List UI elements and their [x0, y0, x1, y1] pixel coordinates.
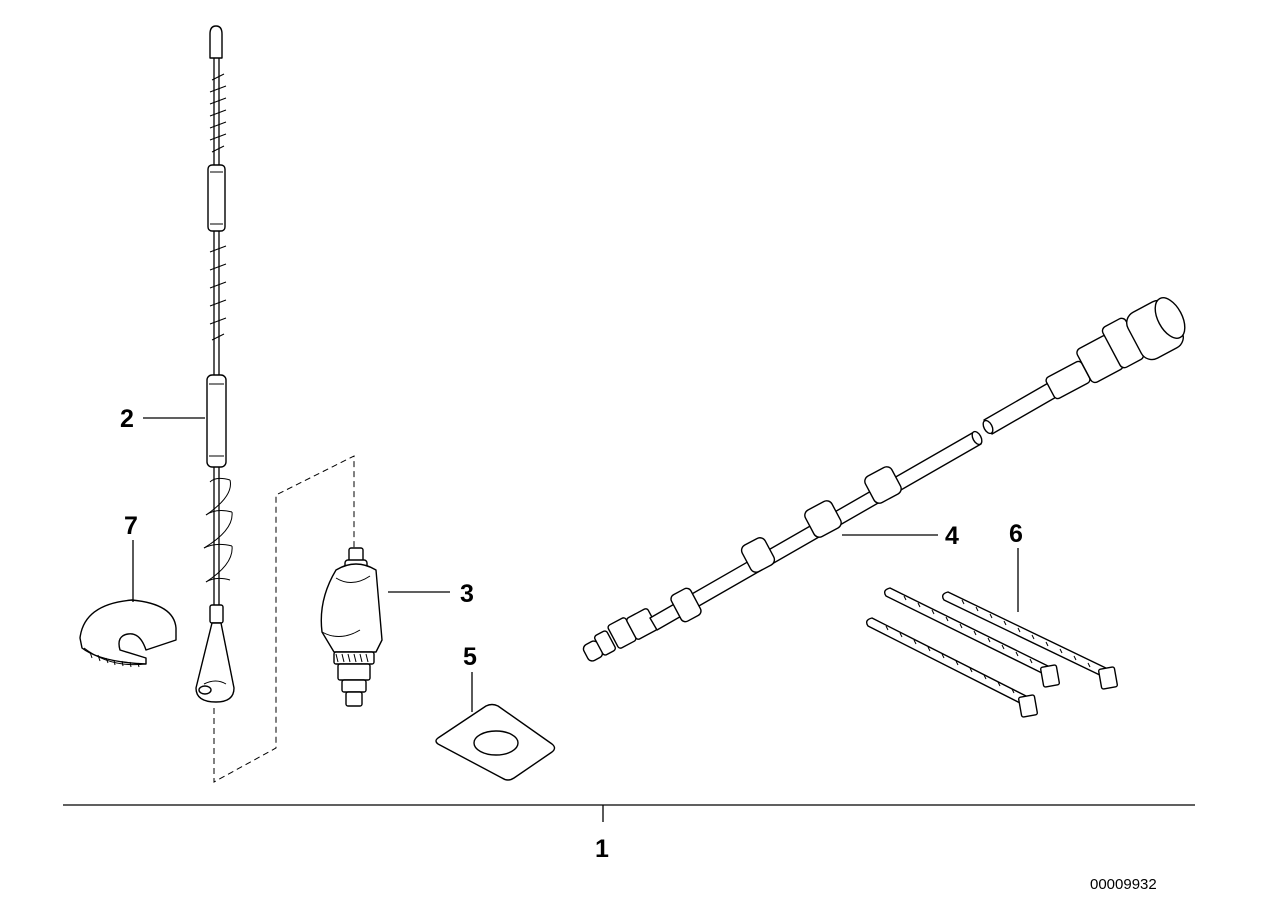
antenna-base[interactable]	[320, 547, 383, 707]
clip-ring[interactable]	[79, 599, 177, 668]
assembly-guide-dashed	[213, 455, 355, 783]
callout-4: 4	[945, 522, 959, 550]
callout-2: 2	[120, 405, 134, 433]
callout-7: 7	[124, 512, 138, 540]
callout-5: 5	[463, 643, 477, 671]
callout-1: 1	[595, 835, 609, 863]
antenna-cable[interactable]	[582, 293, 1191, 663]
callout-3: 3	[460, 580, 474, 608]
diagram-id: 00009932	[1090, 876, 1157, 893]
antenna-rod[interactable]	[195, 25, 235, 703]
cable-ties[interactable]	[865, 587, 1118, 718]
gasket-pad[interactable]	[435, 703, 556, 781]
callout-6: 6	[1009, 520, 1023, 548]
